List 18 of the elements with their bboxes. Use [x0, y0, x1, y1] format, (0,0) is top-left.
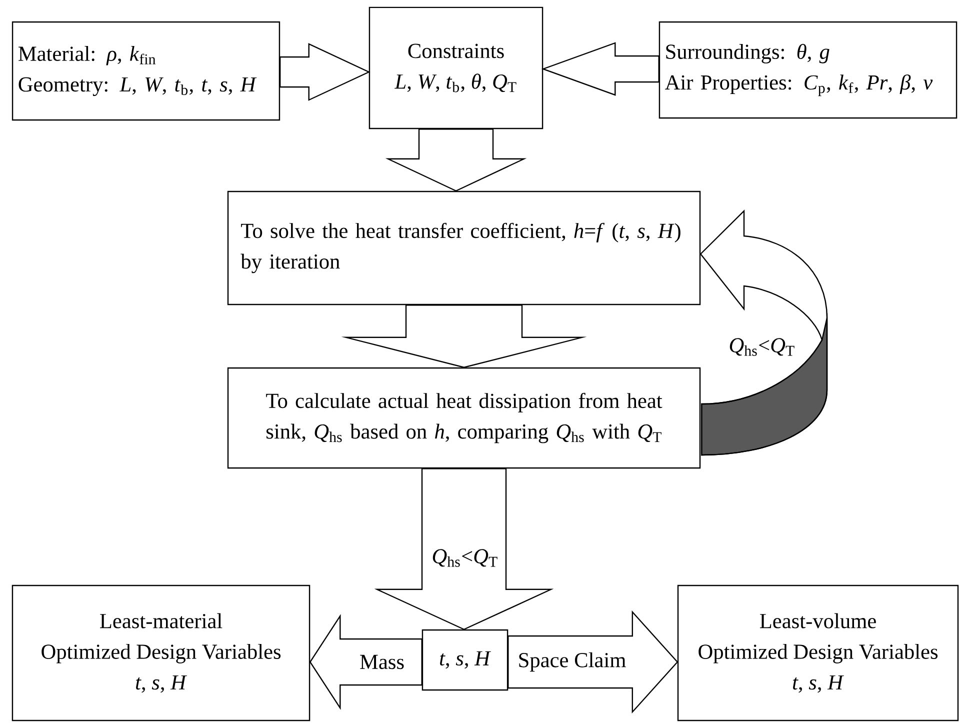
variables-box: t, s, H	[422, 629, 508, 691]
edge-label: Space Claim	[516, 651, 628, 673]
process-box: To solve the heat transfer coefficient, h=f (t, s, H) by iteration	[227, 190, 701, 306]
result-box: Least-volume Optimized Design Variables t, s, H	[677, 584, 959, 722]
input-box: Surroundings: θ, g Air Properties: C$_{p}$, k$_{f}$, Pr, β, v	[658, 21, 958, 119]
block-arrow	[541, 42, 660, 96]
block-arrow	[341, 304, 587, 368]
block-arrow	[279, 43, 370, 101]
edge-label: Q$_{hs}$<Q$_{T}$	[430, 548, 500, 568]
constraints-box: Constraints L, W, t$_{b}$, θ, Q$_{T}$	[368, 6, 544, 130]
block-arrow	[385, 128, 527, 192]
edge-label: Q$_{hs}$<Q$_{T}$	[727, 336, 797, 358]
edge-label: Mass	[358, 654, 406, 670]
input-box: Material: ρ, k$_{fin}$ Geometry: L, W, t$_{b}$, t, s, H	[12, 21, 280, 121]
block-arrow	[700, 210, 828, 456]
block-arrow	[374, 468, 554, 630]
process-box: To calculate actual heat dissipation from heat sink, Q$_{hs}$ based on h, comparing Q$_{hs}$ with Q$_{T}$	[227, 367, 701, 469]
result-box: Least-material Optimized Design Variables t, s, H	[12, 584, 310, 722]
